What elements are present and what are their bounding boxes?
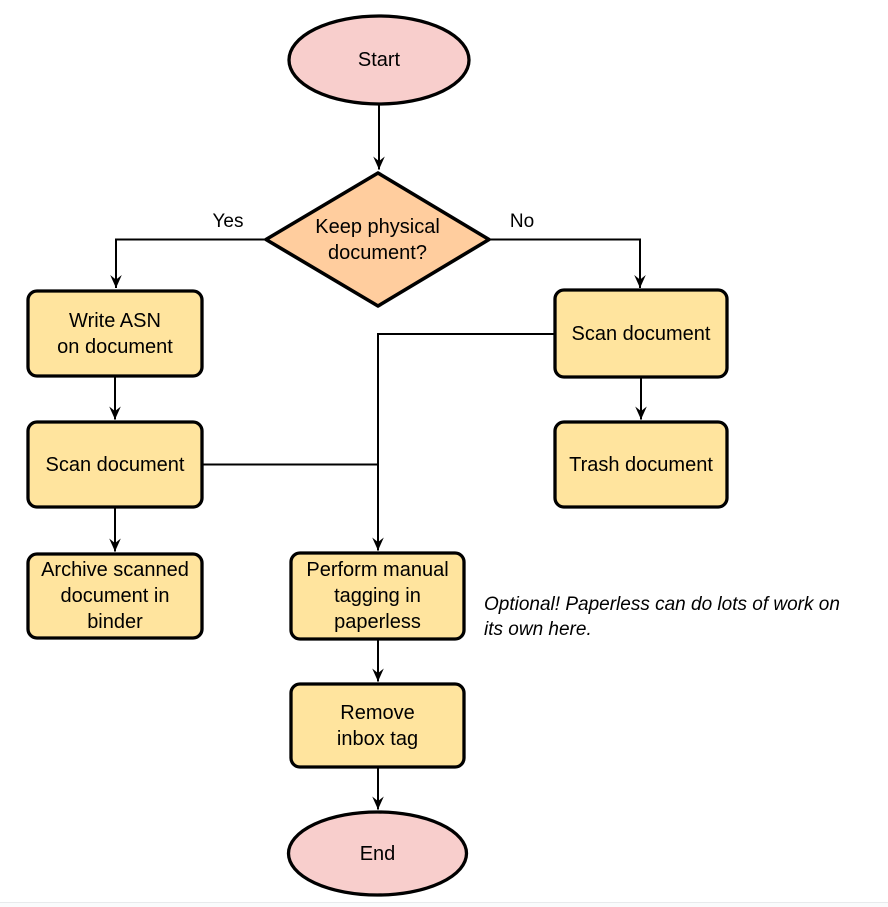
- start-ellipse: [287, 14, 471, 106]
- scan-document-right-box: [553, 288, 729, 379]
- manual-tagging-box: [289, 551, 466, 641]
- shape-group: [26, 14, 729, 897]
- edge-decision-no: [489, 238, 646, 288]
- trash-document-box: [553, 420, 729, 509]
- remove-inbox-tag-box: [289, 682, 466, 769]
- scan-document-left-box: [26, 420, 204, 509]
- archive-box: [26, 552, 204, 640]
- decision-diamond: [264, 171, 491, 308]
- edge-group: [109, 105, 647, 810]
- write-asn-box: [26, 289, 204, 378]
- edge-decision-yes: [110, 238, 266, 288]
- end-ellipse: [286, 810, 469, 897]
- edge-scanright-to-tagging: [372, 333, 555, 551]
- page-bottom-divider: [0, 902, 888, 907]
